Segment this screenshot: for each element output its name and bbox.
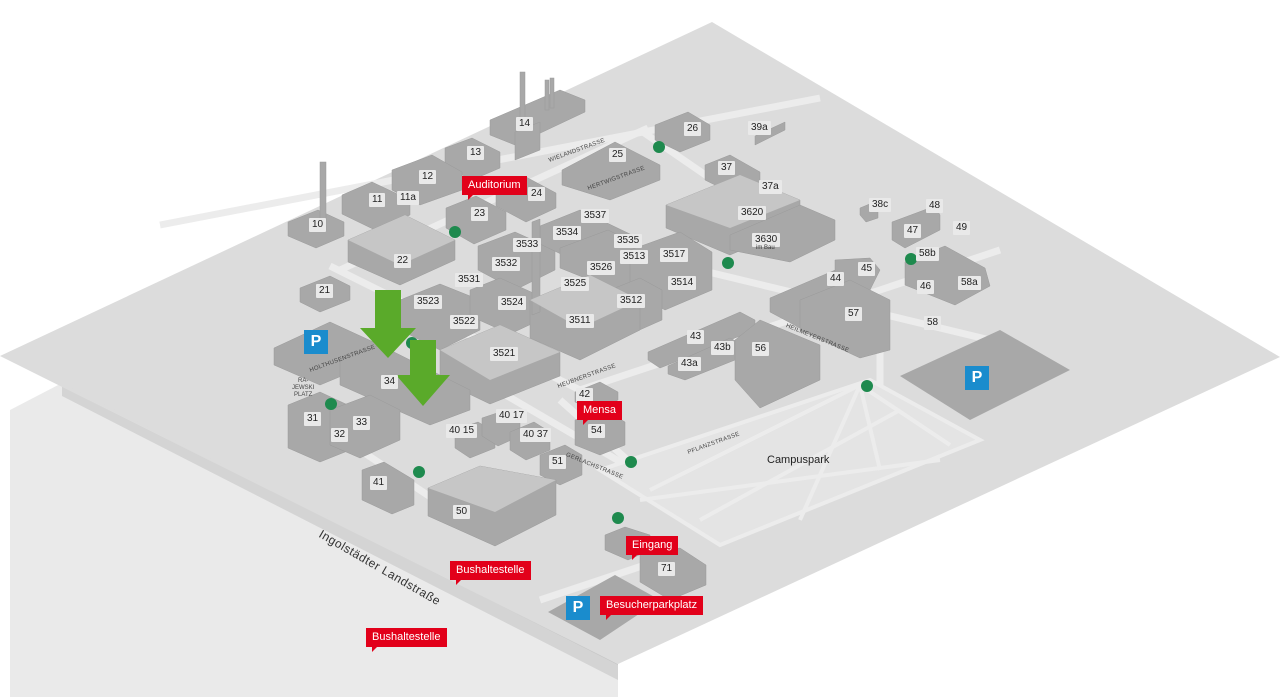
building-label-25[interactable]: 25	[609, 148, 627, 162]
building-label-10[interactable]: 10	[309, 218, 327, 232]
building-label-3521[interactable]: 3521	[490, 347, 519, 361]
building-label-3524[interactable]: 3524	[498, 296, 527, 310]
poi-bushaltestelle-2[interactable]: Bushaltestelle	[366, 628, 447, 652]
building-label-3522[interactable]: 3522	[450, 315, 479, 329]
building-label-3511[interactable]: 3511	[566, 314, 594, 328]
building-label-24[interactable]: 24	[528, 187, 546, 201]
building-label-51[interactable]: 51	[549, 455, 567, 469]
building-label-13[interactable]: 13	[467, 146, 485, 160]
building-label-44[interactable]: 44	[827, 272, 845, 286]
building-label-3513[interactable]: 3513	[620, 250, 649, 264]
building-label-3532[interactable]: 3532	[492, 257, 521, 271]
building-label-22[interactable]: 22	[394, 254, 412, 268]
building-label-3537[interactable]: 3537	[581, 209, 610, 223]
place-campuspark: Campuspark	[767, 454, 830, 466]
building-label-58a[interactable]: 58a	[958, 276, 981, 290]
building-label-4015[interactable]: 40 15	[446, 424, 478, 438]
building-label-3523[interactable]: 3523	[414, 295, 443, 309]
arrow-down-1	[360, 290, 416, 358]
green-arrows	[360, 290, 450, 406]
building-label-43b[interactable]: 43b	[711, 341, 734, 355]
building-label-3512[interactable]: 3512	[617, 294, 646, 308]
building-label-4017[interactable]: 40 17	[496, 409, 528, 423]
building-label-23[interactable]: 23	[471, 207, 489, 221]
parking-sign-visitor[interactable]: P	[566, 596, 590, 620]
building-label-57[interactable]: 57	[845, 307, 863, 321]
building-label-11[interactable]: 11	[369, 193, 386, 207]
building-label-4037[interactable]: 40 37	[520, 428, 552, 442]
place-rajewski-platz: RA- JEWSKI PLATZ	[292, 378, 315, 398]
building-label-3534[interactable]: 3534	[553, 226, 582, 240]
arrow-down-2	[396, 340, 450, 406]
building-label-3517[interactable]: 3517	[660, 248, 689, 262]
building-label-38c[interactable]: 38c	[869, 198, 892, 212]
building-label-39a[interactable]: 39a	[748, 121, 771, 135]
building-label-11a[interactable]: 11a	[397, 191, 419, 205]
poi-mensa[interactable]: Mensa	[577, 401, 623, 425]
building-label-3531[interactable]: 3531	[455, 273, 484, 287]
building-label-21[interactable]: 21	[316, 284, 334, 298]
building-note: im Bau	[756, 245, 775, 251]
building-label-14[interactable]: 14	[516, 117, 534, 131]
poi-besucherparkplatz[interactable]: Besucherparkplatz	[600, 596, 704, 620]
building-label-58b[interactable]: 58b	[916, 247, 939, 261]
building-label-46[interactable]: 46	[917, 280, 935, 294]
building-label-71[interactable]: 71	[658, 562, 676, 576]
trees	[325, 141, 917, 524]
building-label-3514[interactable]: 3514	[668, 276, 697, 290]
building-label-37a[interactable]: 37a	[759, 180, 782, 194]
building-label-54[interactable]: 54	[588, 424, 606, 438]
poi-eingang[interactable]: Eingang	[626, 536, 679, 560]
building-label-48[interactable]: 48	[926, 199, 944, 213]
building-label-33[interactable]: 33	[353, 416, 371, 430]
building-label-47[interactable]: 47	[904, 224, 922, 238]
ingolstaedter-road	[10, 383, 618, 697]
building-label-41[interactable]: 41	[370, 476, 388, 490]
building-label-3630[interactable]: 3630	[752, 233, 781, 247]
parking-sign-west[interactable]: P	[304, 330, 328, 354]
building-label-3620[interactable]: 3620	[738, 206, 767, 220]
building-label-37[interactable]: 37	[718, 161, 736, 175]
building-label-3526[interactable]: 3526	[587, 261, 616, 275]
building-label-45[interactable]: 45	[858, 262, 876, 276]
park-paths	[595, 377, 985, 548]
building-label-58[interactable]: 58	[924, 316, 942, 330]
building-label-3525[interactable]: 3525	[561, 277, 590, 291]
building-label-3533[interactable]: 3533	[513, 238, 542, 252]
building-label-32[interactable]: 32	[331, 428, 349, 442]
poi-bushaltestelle-1[interactable]: Bushaltestelle	[450, 561, 531, 585]
building-label-56[interactable]: 56	[752, 342, 770, 356]
building-label-43a[interactable]: 43a	[678, 357, 701, 371]
building-label-49[interactable]: 49	[953, 221, 971, 235]
building-label-12[interactable]: 12	[419, 170, 437, 184]
building-label-31[interactable]: 31	[304, 412, 322, 426]
building-label-42[interactable]: 42	[576, 388, 594, 402]
building-label-26[interactable]: 26	[684, 122, 702, 136]
building-label-50[interactable]: 50	[453, 505, 471, 519]
building-label-34[interactable]: 34	[381, 375, 399, 389]
parking-sign-east[interactable]: P	[965, 366, 989, 390]
ground-plate	[0, 22, 1280, 664]
poi-auditorium[interactable]: Auditorium	[462, 176, 527, 200]
building-label-43[interactable]: 43	[687, 330, 705, 344]
building-label-3535[interactable]: 3535	[614, 234, 643, 248]
